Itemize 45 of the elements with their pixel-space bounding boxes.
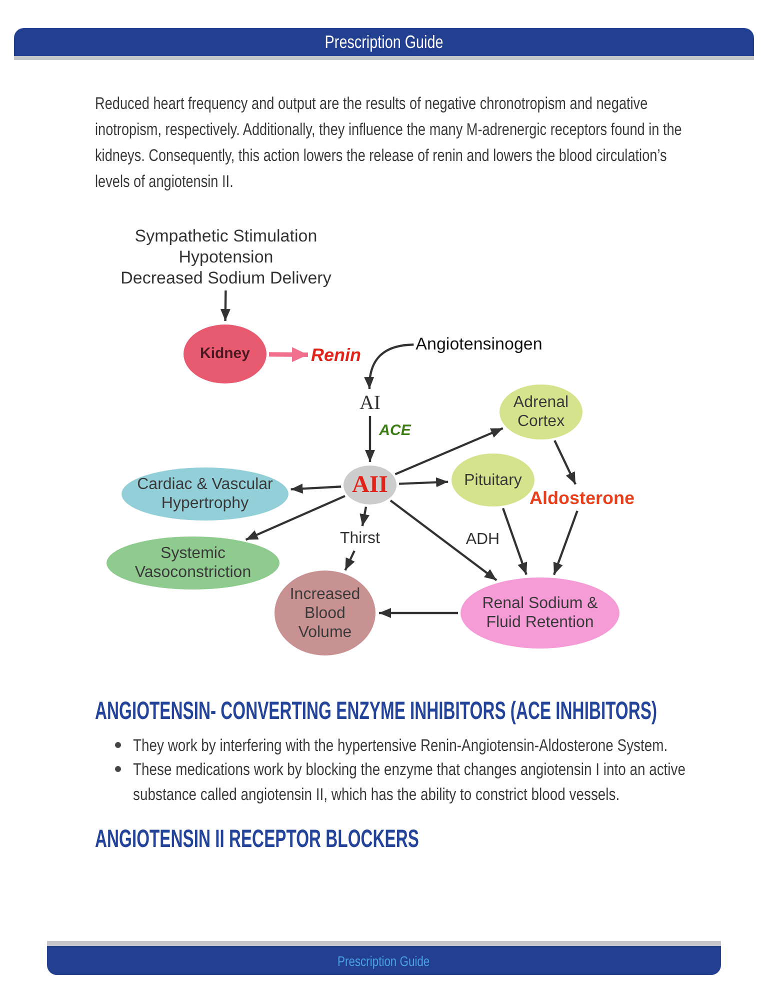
node-text: Aldosterone bbox=[530, 487, 634, 509]
arrow bbox=[365, 416, 375, 462]
node-label: Pituitary bbox=[464, 470, 522, 490]
arrow bbox=[502, 508, 528, 575]
section-heading: ANGIOTENSIN- CONVERTING ENZYME INHIBITORS (ACE INHIBITORS) bbox=[95, 697, 657, 725]
arrow bbox=[398, 477, 448, 488]
arrow bbox=[394, 427, 504, 476]
body-paragraph: Reduced heart frequency and output are the results of negative chronotropism and negative inotropism, respectively. Additionally, they influence the many M-adrenergic receptors found in the kidneys. Consequently, this action lowers the release of renin and lowers the blood circulation’s levels of angiotensin II. bbox=[95, 93, 683, 193]
header-band bbox=[14, 28, 754, 60]
arrow bbox=[554, 440, 576, 485]
node-text: Sympathetic Stimulation Hypotension Decreased Sodium Delivery bbox=[120, 226, 332, 288]
arrow bbox=[245, 495, 346, 541]
node-label: Renal Sodium & Fluid Retention bbox=[481, 594, 599, 632]
arrow bbox=[268, 347, 308, 362]
node-text: Renin bbox=[311, 344, 361, 366]
arrow bbox=[552, 510, 578, 576]
section-heading: ANGIOTENSIN II RECEPTOR BLOCKERS bbox=[95, 825, 419, 853]
ellipse-node bbox=[106, 536, 280, 590]
node-text: AI bbox=[359, 392, 381, 414]
arrow bbox=[344, 550, 356, 571]
arrow bbox=[379, 608, 458, 618]
ellipse-node bbox=[343, 465, 397, 505]
arrow bbox=[360, 506, 370, 526]
ellipse-node bbox=[499, 384, 583, 440]
bullet-text: They work by interfering with the hypertensive Renin-Angiotensin-Aldosterone System. bbox=[133, 735, 669, 757]
node-label: Adrenal Cortex bbox=[512, 393, 570, 431]
ellipse-node bbox=[460, 577, 620, 649]
node-label: Systemic Vasoconstriction bbox=[134, 544, 252, 582]
footer-band bbox=[47, 941, 721, 975]
arrow bbox=[220, 290, 230, 322]
node-label: Cardiac & Vascular Hypertrophy bbox=[136, 475, 274, 513]
header-title: Prescription Guide bbox=[324, 32, 444, 52]
arrow bbox=[290, 484, 342, 494]
ellipse-node bbox=[274, 570, 376, 656]
arrow bbox=[364, 344, 414, 390]
arrow bbox=[390, 500, 498, 582]
node-label: AII bbox=[352, 472, 388, 498]
node-label: Increased Blood Volume bbox=[288, 584, 362, 642]
ellipse-node bbox=[183, 324, 267, 384]
ellipse-node bbox=[121, 467, 289, 521]
footer-title: Prescription Guide bbox=[338, 952, 430, 968]
node-text: Thirst bbox=[340, 529, 380, 549]
node-text: Angiotensinogen bbox=[416, 334, 542, 354]
node-label: Kidney bbox=[200, 345, 250, 363]
bullet-text: These medications work by blocking the enzyme that changes angiotensin I into an active substance called angiotensin II, which has the ability to constrict blood vessels. bbox=[133, 759, 686, 806]
